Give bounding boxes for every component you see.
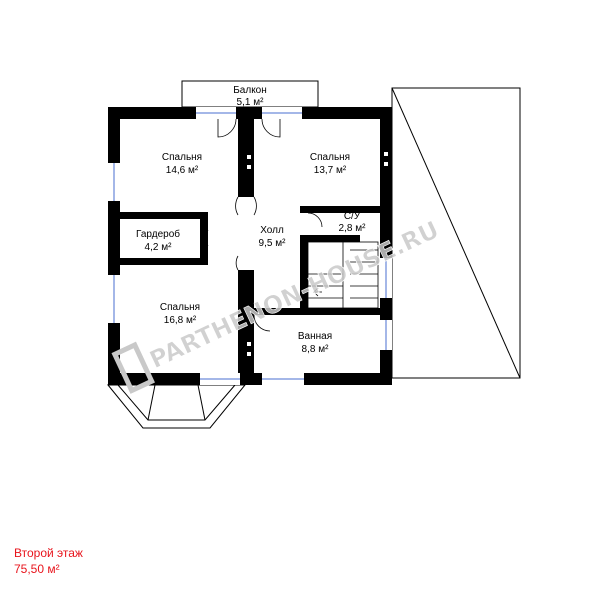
bedroom-1-area: 14,6 м²	[166, 165, 199, 176]
wardrobe-name: Гардероб	[136, 228, 180, 240]
walls	[108, 107, 392, 385]
watermark-text: PARTHENON-HOUSE.RU	[145, 216, 443, 375]
floor-name: Второй этаж	[14, 546, 83, 560]
bathroom-area: 8,8 м²	[302, 344, 330, 355]
bay-window-outline	[106, 384, 247, 429]
staircase	[307, 241, 379, 309]
wc-area: 2,8 м²	[339, 223, 367, 234]
balcony-area: 5,1 м²	[237, 97, 265, 108]
bathroom-name: Ванная	[298, 331, 332, 342]
floor-caption: Второй этаж 75,50 м²	[14, 545, 83, 577]
vent-marks	[247, 152, 388, 356]
hall-name: Холл	[260, 225, 284, 236]
windows	[108, 107, 392, 385]
wardrobe-area: 4,2 м²	[145, 242, 173, 253]
bedroom-1-name: Спальня	[162, 152, 202, 163]
room-labels: Балкон 5,1 м² Спальня 14,6 м² Спальня 13…	[136, 85, 366, 355]
door-swings	[205, 118, 323, 332]
floor-total-area: 75,50 м²	[14, 562, 60, 576]
hall-area: 9,5 м²	[259, 238, 287, 249]
bedroom-2-name: Спальня	[310, 152, 350, 163]
wc-name: С/У	[344, 211, 361, 222]
bedroom-2-area: 13,7 м²	[314, 165, 347, 176]
bedroom-3-area: 16,8 м²	[164, 315, 197, 326]
balcony-name: Балкон	[233, 85, 267, 96]
bedroom-3-name: Спальня	[160, 302, 200, 313]
